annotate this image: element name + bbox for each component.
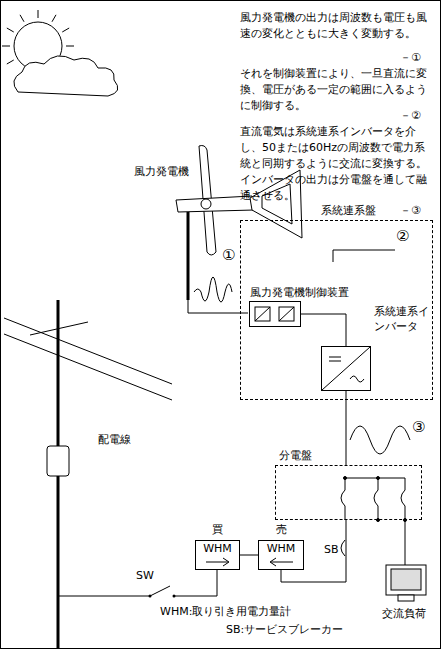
- cloud: [14, 56, 118, 96]
- node-label: WHM: [259, 542, 303, 555]
- part-name: 風力発電機: [134, 164, 189, 179]
- sine-wave: [350, 426, 410, 454]
- box-symbol: [250, 302, 300, 326]
- variable-waveform: [194, 277, 232, 302]
- wire-connector: [346, 391, 347, 465]
- meter-box: 売WHM: [258, 540, 304, 570]
- service-breaker: [341, 540, 345, 556]
- part-name: SW: [136, 568, 154, 583]
- node-heading: 売: [259, 523, 303, 538]
- note-text: それを制御装置により、一旦直流に変換、電圧がある一定の範囲に入るように制御する。: [240, 66, 432, 114]
- part-name: 配電線: [98, 432, 131, 447]
- note-text: 風力発電機の出力は周波数も電圧も風速の変化とともに大きく変動する。: [240, 10, 432, 42]
- footnote: SB:サービスブレーカー: [226, 622, 343, 637]
- switch-contact: [149, 595, 152, 598]
- turbine-wire: [188, 300, 248, 313]
- node-heading: 分電盤: [279, 449, 312, 464]
- node-heading: 系統連系インバータ: [374, 305, 434, 335]
- ac-load-monitor: [386, 565, 426, 601]
- panel-box: 系統連系盤風力発電機制御装置系統連系インバータ: [240, 220, 433, 400]
- wire-connector: [301, 314, 346, 346]
- distribution-board: 分電盤: [275, 465, 422, 520]
- node-heading: 買: [196, 523, 239, 538]
- panel-breakers: [341, 477, 407, 566]
- footnote: WHM:取り引き用電力量計: [160, 604, 291, 619]
- part-name: SB: [324, 542, 339, 557]
- node-heading: 風力発電機制御装置: [250, 286, 349, 301]
- dc-symbol: [333, 250, 395, 262]
- callout-number: ①: [222, 248, 235, 263]
- wire-connector: [240, 555, 258, 556]
- note-marker: －③: [400, 203, 421, 218]
- box-symbol: [322, 347, 370, 390]
- node-label: WHM: [196, 542, 239, 555]
- note-marker: －①: [400, 50, 421, 65]
- note-marker: －②: [400, 108, 421, 123]
- callout-number: ②: [396, 229, 409, 244]
- utility-pole: [4, 300, 172, 649]
- controller-box: 風力発電機制御装置: [249, 301, 301, 327]
- inverter-box: 系統連系インバータ: [321, 346, 371, 391]
- part-name: 交流負荷: [382, 606, 426, 621]
- switch-contact: [173, 595, 176, 598]
- note-text: 直流電気は系統連系インバータを介し、50または60Hzの周波数で電力系統と同期す…: [240, 124, 432, 204]
- node-heading: 系統連系盤: [321, 204, 376, 219]
- meter-box: 買WHM: [195, 540, 240, 570]
- callout-number: ③: [412, 420, 425, 435]
